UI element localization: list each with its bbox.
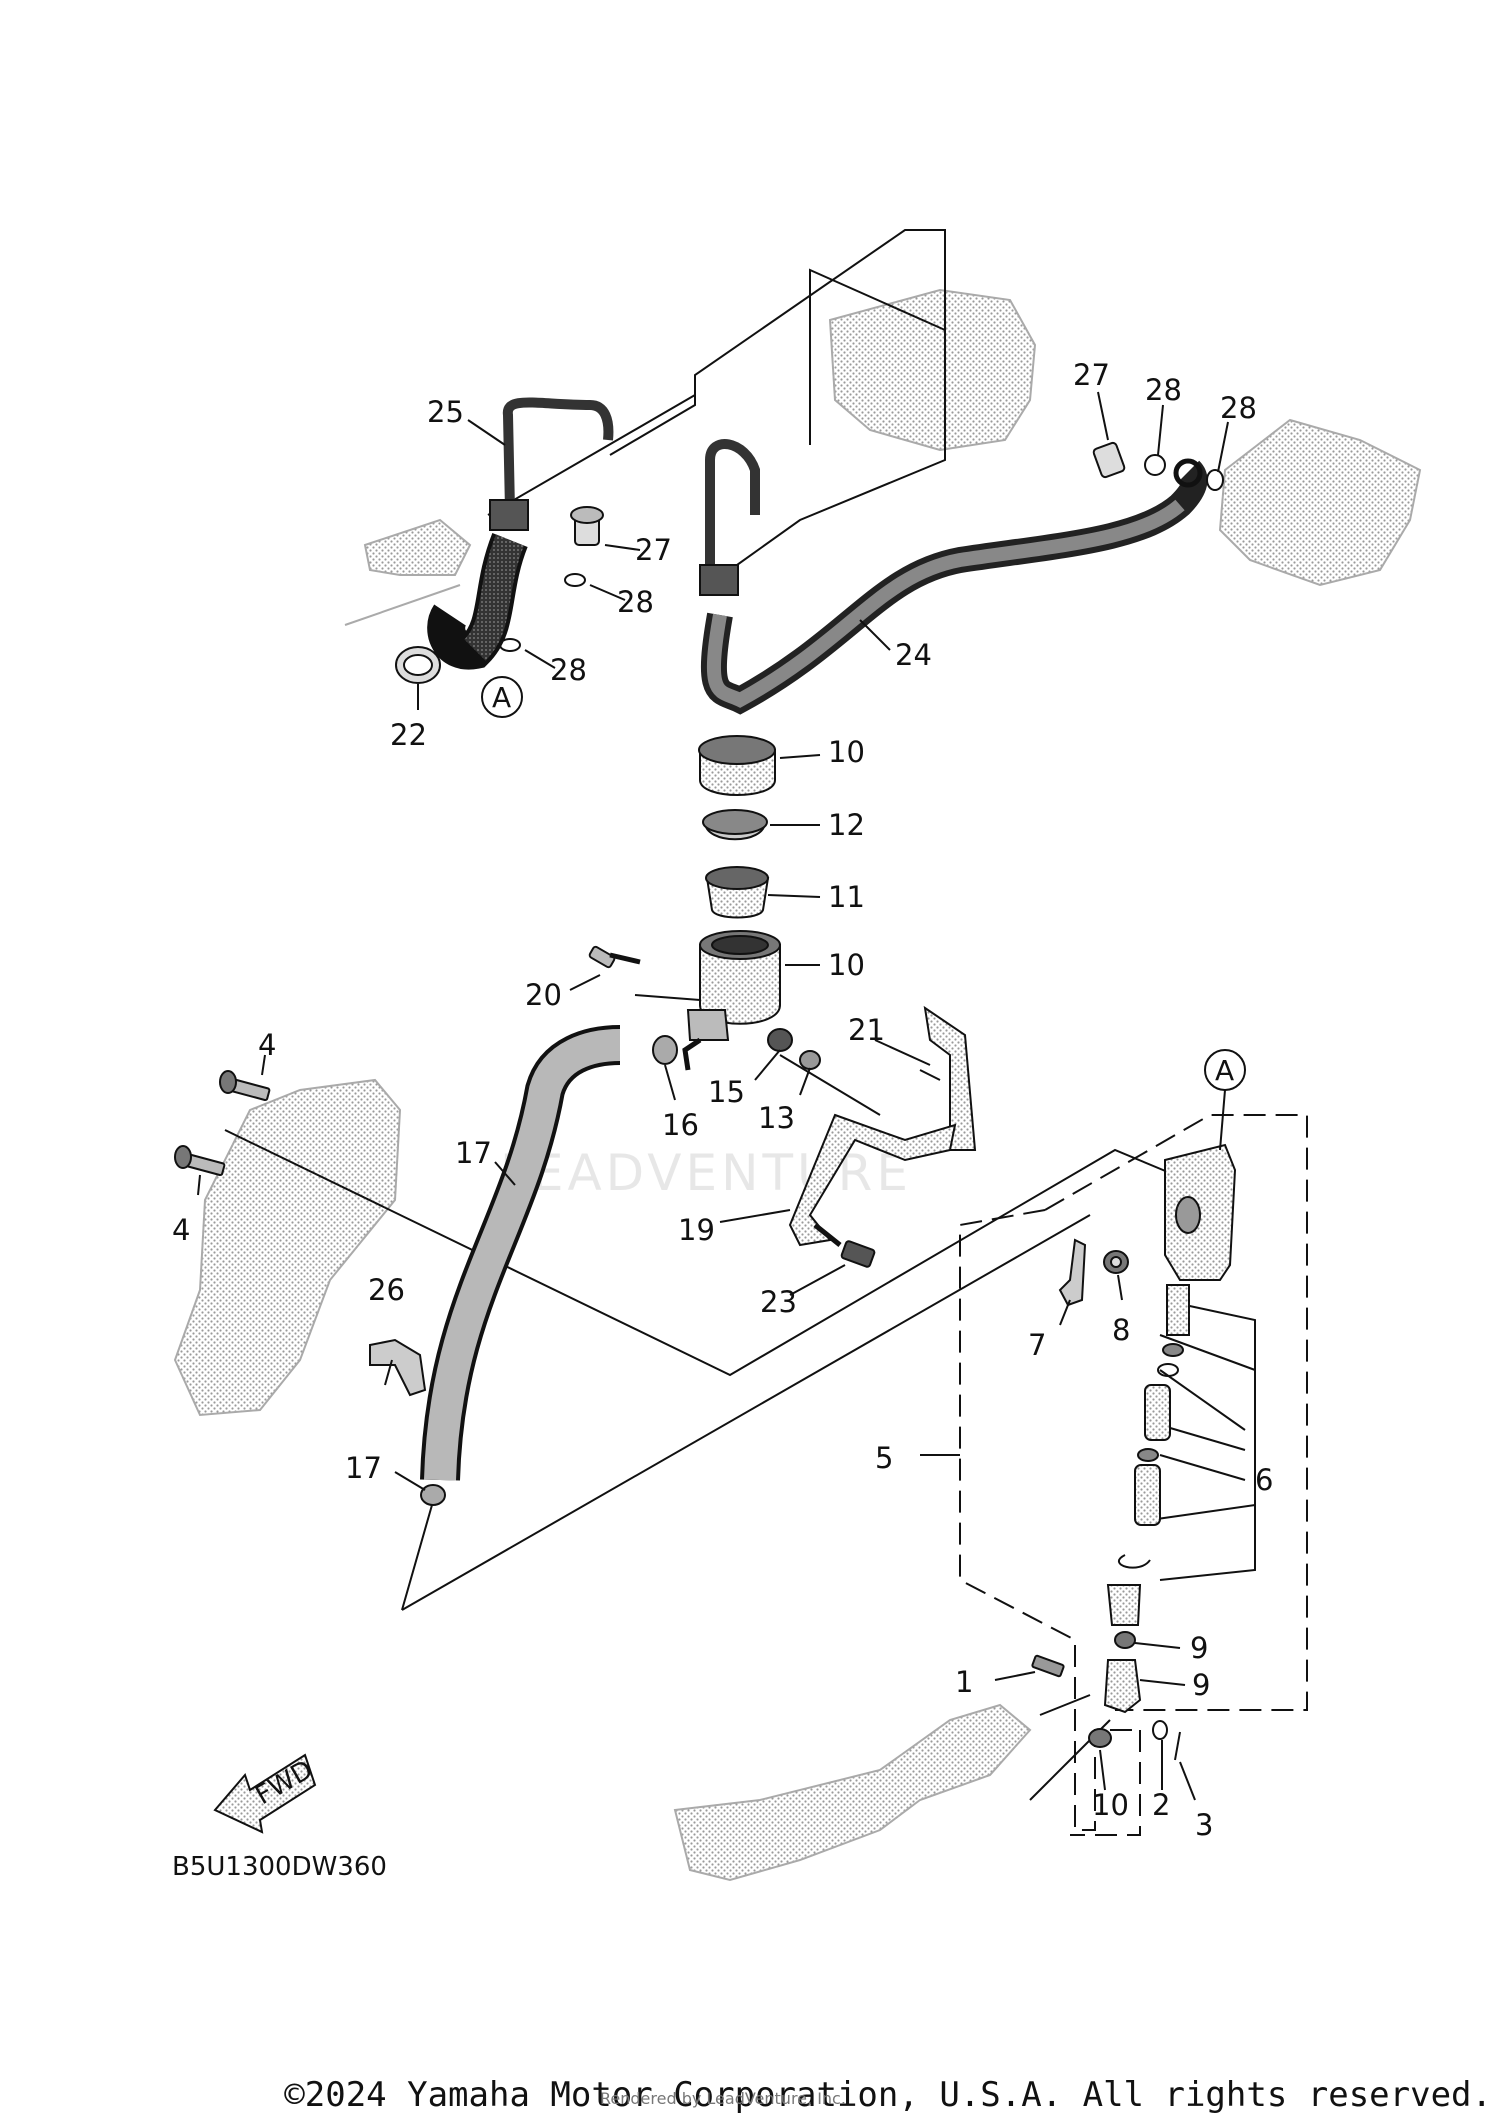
callout-2: 2 — [1152, 1788, 1170, 1822]
callout-12: 10 — [828, 735, 865, 769]
union-bolt-27-right — [1092, 441, 1126, 479]
diaphragm-plate-14 — [702, 809, 768, 841]
copper-washers-28 — [499, 454, 1224, 652]
cylinder-kit-6 — [1106, 1284, 1190, 1626]
callout-28: 28 — [617, 585, 654, 619]
screw-20 — [588, 945, 641, 969]
bracket-ghost — [344, 518, 472, 626]
callout-24: 24 — [895, 638, 932, 672]
callout-16: 15 — [708, 1075, 745, 1109]
callout-6: 6 — [1255, 1463, 1273, 1497]
callout-8: 8 — [1112, 1313, 1130, 1347]
callout-17: 17 — [345, 1451, 382, 1485]
footrest-bracket-ghost — [173, 1078, 402, 1417]
svg-text:A: A — [1215, 1054, 1234, 1087]
assembly-bracket-6 — [1149, 1304, 1256, 1581]
callout-4: 4 — [172, 1213, 190, 1247]
cotter-pin-3 — [1174, 1731, 1181, 1761]
callout-10-lower-label: 10 — [1092, 1788, 1129, 1822]
callout-9-label: 9 — [1192, 1668, 1210, 1702]
nut-10 — [1088, 1631, 1136, 1748]
callout-23: 22 — [390, 718, 427, 752]
bolt-4 — [174, 1070, 271, 1177]
callout-labels: 25 27 28 28 27 28 28 22 24 10 12 11 10 2… — [172, 358, 1273, 1882]
clamp-26 — [369, 1338, 427, 1397]
joint-block-upper — [699, 564, 739, 596]
bolt-1 — [1031, 1654, 1065, 1678]
callout-26: 26 — [368, 1273, 405, 1307]
callout-17: 16 — [662, 1108, 699, 1142]
reservoir-cap-12 — [698, 735, 776, 796]
callout-21: 21 — [848, 1013, 885, 1047]
callout-13: 11 — [828, 880, 865, 914]
callout-7: 7 — [1028, 1328, 1046, 1362]
rendered-by-note: Rendered by LeadVenture, Inc. — [600, 2089, 846, 2108]
callout-10: 9 — [1190, 1631, 1208, 1665]
union-bolt-27 — [570, 506, 604, 546]
clevis-9 — [1103, 1659, 1142, 1714]
o-ring-8 — [1103, 1250, 1129, 1274]
callout-28: 28 — [1145, 373, 1182, 407]
master-cylinder-body — [1164, 1143, 1237, 1281]
callout-11: 10 — [828, 948, 865, 982]
fwd-arrow-icon: FWD — [213, 1753, 318, 1834]
callout-4: 4 — [258, 1028, 276, 1062]
callout-22: 23 — [760, 1285, 797, 1319]
bolt-22 — [813, 1223, 876, 1268]
callout-15: 13 — [758, 1101, 795, 1135]
callout-20: 20 — [525, 978, 562, 1012]
stay-19 — [788, 1113, 957, 1247]
rear-caliper-ghost — [1218, 418, 1422, 587]
callout-27: 27 — [635, 533, 672, 567]
diaphragm-13 — [705, 866, 770, 919]
hose-clip-23 — [395, 646, 441, 684]
watermark: LEADVENTURE — [500, 1144, 912, 1202]
collar-15 — [799, 1050, 821, 1070]
brake-pedal-ghost — [673, 1703, 1032, 1882]
diagram-code: B5U1300DW360 — [172, 1852, 387, 1882]
callout-28: 28 — [550, 653, 587, 687]
brake-pipe-25 — [502, 397, 614, 511]
reservoir-tank-11 — [682, 930, 781, 1071]
callout-14: 12 — [828, 808, 865, 842]
ref-marker-a: A — [481, 676, 523, 718]
copyright-notice: ©2024 Yamaha Motor Corporation, U.S.A. A… — [284, 2075, 1492, 2115]
ref-marker-a-right: A — [1204, 1049, 1246, 1151]
reservoir-hose-18 — [420, 1025, 621, 1481]
abs-unit-ghost — [828, 288, 1037, 452]
washer-2 — [1152, 1720, 1168, 1740]
hose-joint-7 — [1058, 1238, 1087, 1307]
callout-3: 3 — [1195, 1808, 1213, 1842]
grommet-16 — [767, 1028, 793, 1052]
callout-18: 17 — [455, 1136, 492, 1170]
joint-block-25 — [489, 499, 529, 531]
callout-27: 27 — [1073, 358, 1110, 392]
callout-19: 19 — [678, 1213, 715, 1247]
callout-1: 1 — [955, 1665, 973, 1699]
callout-25: 25 — [427, 395, 464, 429]
short-hose-23-area — [427, 532, 528, 670]
brake-hose-24 — [700, 460, 1208, 715]
label-pointers — [197, 391, 1229, 1801]
brake-pipe-upper — [705, 439, 760, 580]
callout-5: 5 — [875, 1441, 893, 1475]
hose-clamp-17 — [420, 1035, 678, 1506]
svg-text:A: A — [492, 681, 511, 714]
callout-28: 28 — [1220, 391, 1257, 425]
